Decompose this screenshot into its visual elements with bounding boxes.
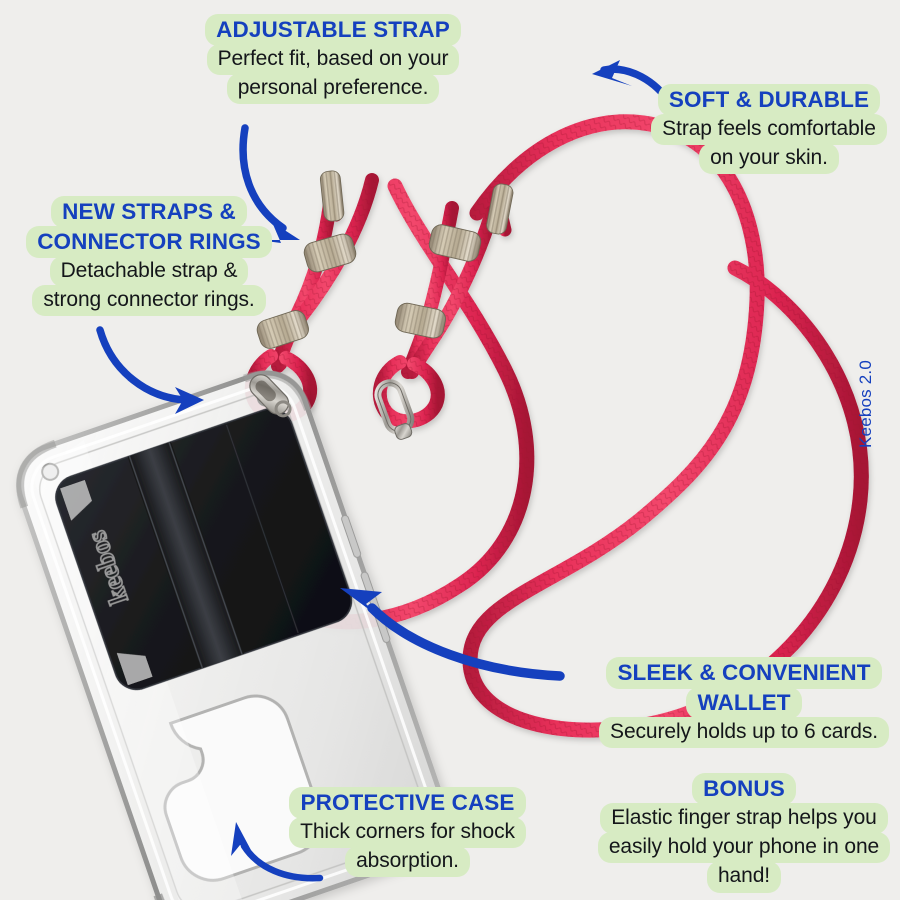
callout-body-line: Elastic finger strap helps you (600, 803, 888, 835)
callout-soft-durable: SOFT & DURABLE Strap feels comfortable o… (640, 84, 898, 175)
metal-cord-tips (319, 170, 514, 235)
callout-heading: PROTECTIVE CASE (289, 787, 526, 819)
arrow-to-strap-adjuster (239, 124, 300, 243)
callout-heading: CONNECTOR RINGS (26, 226, 272, 258)
callout-bonus: BONUS Elastic finger strap helps you eas… (594, 773, 894, 893)
callout-body-line: Thick corners for shock (289, 817, 526, 849)
callout-body-line: strong connector rings. (32, 285, 266, 317)
callout-body-line: personal preference. (226, 73, 440, 105)
callout-heading: SLEEK & CONVENIENT (606, 657, 882, 689)
metal-connector-rings (256, 224, 482, 349)
carabiner-clips (249, 374, 415, 440)
card-wallet: keebos (55, 407, 353, 691)
callout-heading: BONUS (692, 773, 796, 805)
callout-heading: SOFT & DURABLE (657, 84, 881, 116)
callout-body-line: easily hold your phone in one (597, 832, 891, 864)
callout-body-line: Perfect fit, based on your (206, 44, 460, 76)
arrow-to-case-corner (231, 822, 324, 882)
callout-body-line: on your skin. (699, 143, 839, 175)
callout-new-straps-connector-rings: NEW STRAPS & CONNECTOR RINGS Detachable … (8, 196, 290, 317)
callout-body-line: hand! (706, 861, 782, 893)
callout-sleek-convenient-wallet: SLEEK & CONVENIENT WALLET Securely holds… (594, 657, 894, 749)
callout-heading: ADJUSTABLE STRAP (205, 14, 461, 46)
callout-adjustable-strap: ADJUSTABLE STRAP Perfect fit, based on y… (188, 14, 478, 105)
callout-heading: WALLET (686, 687, 802, 719)
elastic-finger-strap (127, 441, 244, 669)
callout-arrows (96, 60, 672, 882)
arrow-to-wallet (340, 588, 565, 681)
callout-body-line: absorption. (345, 846, 470, 878)
arrow-to-connector-ring (96, 326, 204, 414)
callout-body-line: Strap feels comfortable (651, 114, 887, 146)
callout-protective-case: PROTECTIVE CASE Thick corners for shock … (281, 787, 534, 878)
callout-body-line: Detachable strap & (49, 256, 249, 288)
callout-heading: NEW STRAPS & (51, 196, 247, 228)
brand-vertical-label: Keebos 2.0 (856, 359, 875, 448)
callout-body-line: Securely holds up to 6 cards. (599, 717, 889, 749)
